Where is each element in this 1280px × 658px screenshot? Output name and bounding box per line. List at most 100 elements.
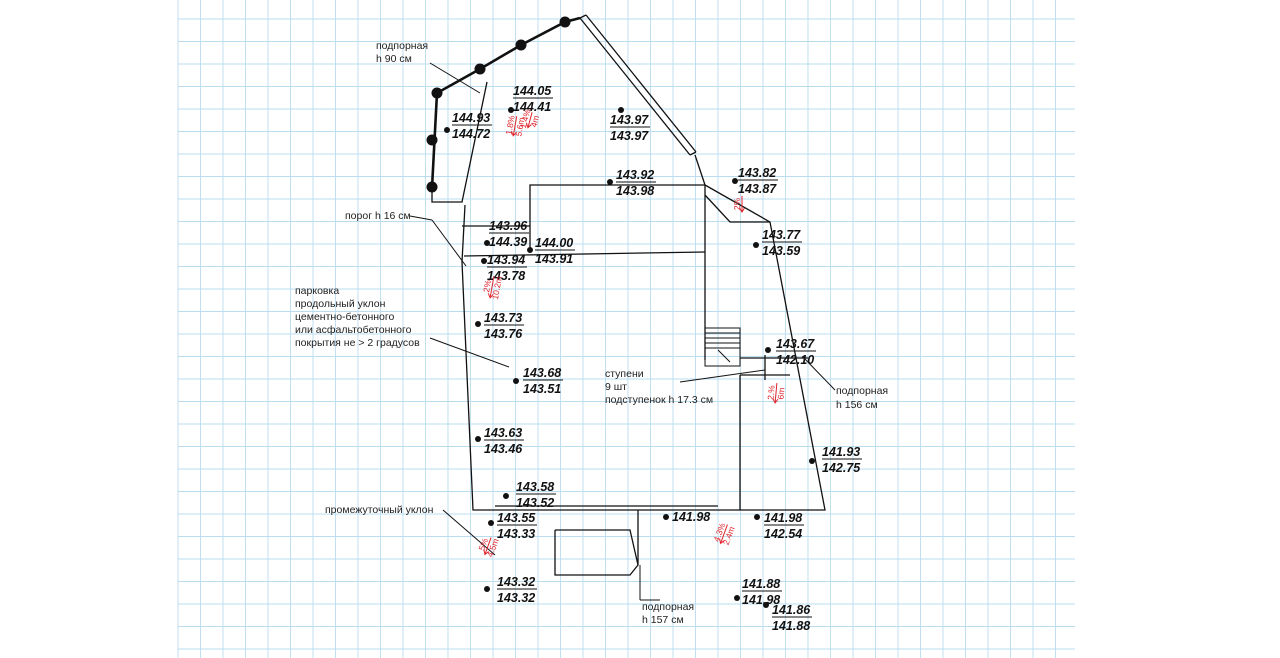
elevation-mark: 143.73 143.76	[475, 311, 524, 341]
elevation-point	[618, 107, 624, 113]
elevation-design: 144.93	[452, 111, 490, 125]
elevation-existing: 144.39	[489, 235, 527, 249]
elevation-existing: 143.97	[610, 129, 649, 143]
slope-length: 5.6m	[513, 117, 526, 137]
note-parking-line2: продольный уклон	[295, 298, 386, 310]
elevation-design: 143.73	[484, 311, 522, 325]
elevation-point	[663, 514, 669, 520]
elevation-point	[765, 347, 771, 353]
note-parking-line3: цементно-бетонного	[295, 311, 394, 323]
slope-percent: 1.4%	[518, 108, 533, 130]
slope-percent: 1.8%	[503, 114, 516, 135]
elevation-design: 143.92	[616, 168, 654, 182]
wall-post	[426, 181, 438, 193]
elevation-mark: 143.32 143.32	[484, 575, 537, 605]
elevation-mark: 143.97 143.97	[610, 107, 650, 143]
note-steps-line1: ступени	[605, 368, 644, 380]
slope-length: 10.2m	[490, 275, 504, 300]
elevation-point	[527, 247, 533, 253]
note-steps-line2: 9 шт	[605, 381, 627, 393]
elevation-existing: 143.51	[523, 382, 561, 396]
elevation-existing: 143.33	[497, 527, 535, 541]
slope-arrowhead	[483, 549, 489, 556]
elevation-point	[809, 458, 815, 464]
slope-mark: 2.%6m	[765, 382, 786, 404]
elevation-existing: 142.54	[764, 527, 802, 541]
elevation-existing: 143.32	[497, 591, 535, 605]
slope-arrow	[720, 524, 728, 544]
note-parking-line4: или асфальтобетонного	[295, 324, 412, 336]
slope-percent: 5%	[477, 536, 491, 551]
elevation-mark: 144.93 144.72	[444, 111, 492, 141]
note-retaining-157-line1: подпорная	[642, 601, 694, 613]
wall-post	[431, 87, 443, 99]
elevation-point	[484, 240, 490, 246]
slope-mark: 2%	[732, 196, 745, 213]
note-parking-line1: парковка	[295, 285, 339, 297]
slope-arrow	[484, 537, 492, 555]
elevation-point	[475, 436, 481, 442]
wall-posts	[426, 16, 571, 193]
elevation-existing: 143.91	[535, 252, 573, 266]
note-retaining-157-line2: h 157 см	[642, 614, 684, 626]
elevation-design: 141.93	[822, 445, 860, 459]
leader-lines	[409, 62, 836, 601]
wall-post	[559, 16, 571, 28]
note-retaining-90-line2: h 90 см	[376, 53, 412, 65]
elevation-point	[488, 520, 494, 526]
slope-arrowhead	[719, 538, 725, 545]
elevation-design: 143.96	[489, 219, 528, 233]
elevation-design: 143.58	[516, 480, 554, 494]
slope-arrowhead	[487, 293, 494, 299]
slope-arrowhead	[526, 123, 532, 129]
slope-arrow	[774, 382, 778, 404]
elevation-design: 141.86	[772, 603, 811, 617]
slope-length: 4m	[528, 114, 541, 128]
note-steps-line3: подступенок h 17.3 см	[605, 394, 713, 406]
elevation-existing: 143.52	[516, 496, 554, 510]
slope-mark: 1.8%5.6m	[503, 114, 526, 137]
elevation-design: 143.94	[487, 253, 525, 267]
wall-post	[515, 39, 527, 51]
slope-marks: 1.8%5.6m1.4%4m2%2%10.2m2.%6m4.3%2.4m5%4.…	[477, 108, 787, 559]
slope-length: 6m	[775, 387, 786, 400]
elevation-existing: 142.10	[776, 353, 814, 367]
slope-arrowhead	[511, 131, 517, 137]
elevation-design: 144.00	[535, 236, 573, 250]
elevation-point	[444, 127, 450, 133]
elevation-existing: 143.98	[616, 184, 654, 198]
retaining-wall-90	[430, 16, 581, 203]
elevation-point	[503, 493, 509, 499]
elevation-design: 143.97	[610, 113, 649, 127]
slope-arrow	[489, 276, 495, 298]
slope-percent: 2.%	[765, 384, 776, 400]
elevation-existing: 143.76	[484, 327, 523, 341]
elevation-design: 143.32	[497, 575, 535, 589]
background-grid	[177, 0, 1075, 658]
elevation-existing: 143.87	[738, 182, 777, 196]
elevation-existing: 143.46	[484, 442, 523, 456]
elevation-point	[481, 258, 487, 264]
note-retaining-90-line1: подпорная	[376, 40, 428, 52]
elevation-point	[475, 321, 481, 327]
elevation-point	[484, 586, 490, 592]
wall-post	[426, 134, 438, 146]
elevation-existing: 144.72	[452, 127, 490, 141]
elevation-point	[763, 602, 769, 608]
stairs	[704, 327, 741, 367]
elevation-point	[607, 179, 613, 185]
note-parking-line5: покрытия не > 2 градусов	[295, 337, 420, 349]
elevation-existing: 143.78	[487, 269, 525, 283]
slope-mark: 4.3%2.4m	[711, 521, 736, 546]
elevation-design: 143.67	[776, 337, 815, 351]
slope-percent: 2%	[732, 197, 742, 210]
elevation-design: 143.82	[738, 166, 776, 180]
elevation-design: 144.05	[513, 84, 552, 98]
